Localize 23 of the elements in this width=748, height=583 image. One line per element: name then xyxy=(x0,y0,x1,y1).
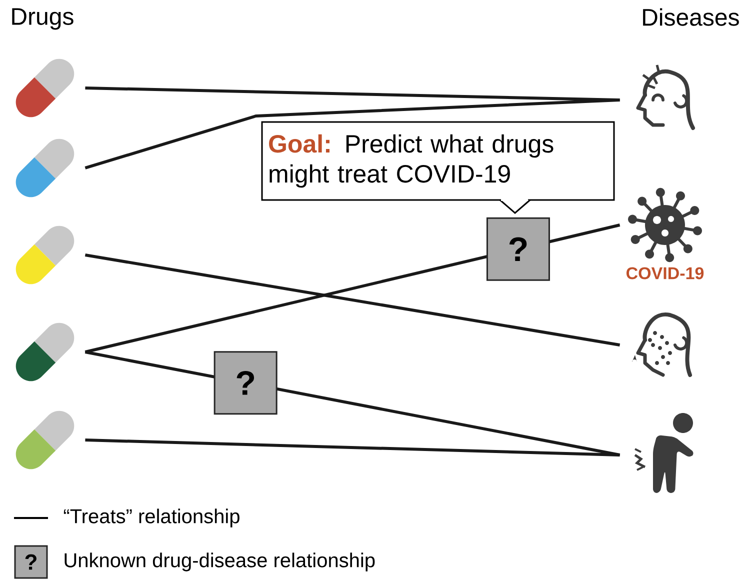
pill-drawing xyxy=(16,322,74,382)
column-heading: Drugs xyxy=(12,8,74,30)
disease-drawing xyxy=(632,312,692,377)
disease-label: COVID-19 xyxy=(626,267,704,280)
legend-question-box: ? xyxy=(14,545,48,579)
question-box: ? xyxy=(486,217,550,281)
disease-drawing xyxy=(634,413,694,493)
pill-drawing xyxy=(16,138,74,198)
column-heading: Diseases xyxy=(643,8,739,26)
pill-drawing xyxy=(16,410,74,470)
connector-line xyxy=(84,98,620,170)
legend-text: Unknown drug-disease relationship xyxy=(64,552,375,572)
disease-drawing xyxy=(636,64,695,130)
question-box: ? xyxy=(214,351,278,415)
connector-line xyxy=(85,438,620,456)
callout-box: Goal: Predict what drugs might treat COVID-19 xyxy=(261,121,615,214)
legend-text: “Treats” relationship xyxy=(64,508,240,528)
pill-drawing xyxy=(16,58,74,118)
disease-drawing xyxy=(628,188,702,262)
connector-line xyxy=(84,350,620,456)
connector-line xyxy=(84,254,620,346)
connector-line xyxy=(85,86,620,102)
pill-drawing xyxy=(16,226,74,284)
